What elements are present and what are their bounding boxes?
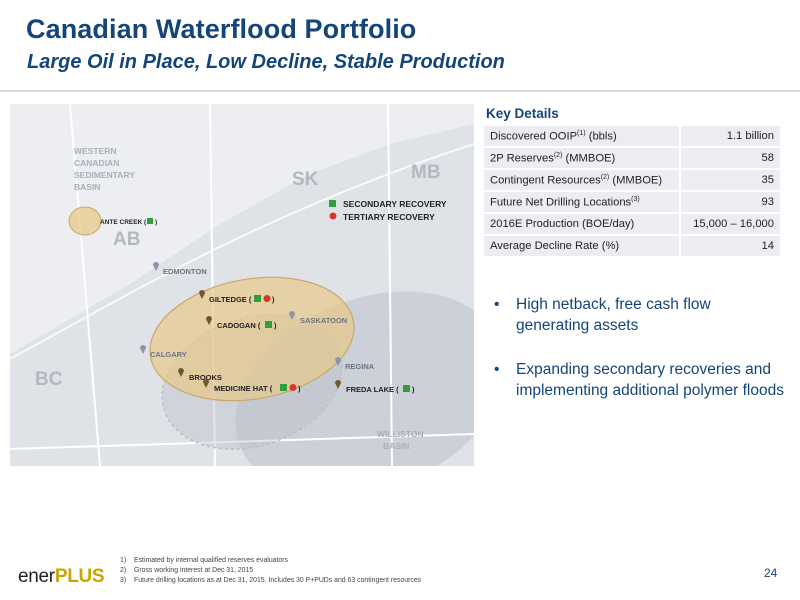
city-saskatoon: SASKATOON bbox=[289, 311, 347, 325]
legend-secondary-label: SECONDARY RECOVERY bbox=[343, 199, 447, 209]
key-details-row: 2P Reserves(2) (MMBOE)58 bbox=[484, 148, 780, 168]
basin-edge bbox=[10, 143, 474, 360]
highlights-list: •High netback, free cash flow generating… bbox=[492, 294, 788, 424]
bc-ab-border bbox=[69, 104, 101, 466]
svg-text:): ) bbox=[412, 385, 415, 394]
svg-text:FREDA LAKE (: FREDA LAKE ( bbox=[346, 385, 399, 394]
medicine-hat-tertiary-icon bbox=[289, 384, 297, 391]
cadogan-secondary-icon bbox=[265, 321, 272, 328]
location-pin-icon bbox=[178, 368, 184, 377]
key-details-row: Future Net Drilling Locations(3)93 bbox=[484, 192, 780, 212]
medicine-hat-secondary-icon bbox=[280, 384, 287, 391]
svg-text:SEDIMENTARY: SEDIMENTARY bbox=[74, 170, 135, 180]
svg-text:WILLISTON: WILLISTON bbox=[377, 429, 424, 439]
svg-text:WESTERN: WESTERN bbox=[74, 146, 117, 156]
location-pin-icon bbox=[140, 345, 146, 354]
key-details-label: 2P Reserves(2) (MMBOE) bbox=[484, 148, 682, 168]
portfolio-map: WESTERN CANADIAN SEDIMENTARY BASIN WILLI… bbox=[10, 104, 474, 466]
svg-text:BROOKS: BROOKS bbox=[189, 373, 222, 382]
province-sk-label: SK bbox=[292, 169, 319, 190]
title-divider bbox=[0, 90, 800, 92]
key-details-value: 15,000 – 16,000 bbox=[681, 214, 780, 234]
legend-secondary-icon bbox=[329, 200, 336, 207]
freda-lake-secondary-icon bbox=[403, 385, 410, 392]
footnote-item: 3)Future drilling locations as at Dec 31… bbox=[120, 577, 422, 584]
giltedge-secondary-icon bbox=[254, 295, 261, 302]
asset-ante-creek-label: ANTE CREEK ( bbox=[100, 219, 147, 226]
key-details-row: Discovered OOIP(1) (bbls)1.1 billion bbox=[484, 126, 780, 146]
asset-cadogan: CADOGAN ( ) bbox=[206, 316, 277, 330]
location-pin-icon bbox=[203, 379, 209, 388]
location-pin-icon bbox=[335, 380, 341, 389]
location-pin-icon bbox=[335, 357, 341, 366]
page-number: 24 bbox=[764, 566, 778, 580]
giltedge-tertiary-icon bbox=[263, 295, 271, 302]
wcsb-label: WESTERN CANADIAN SEDIMENTARY BASIN bbox=[74, 146, 135, 192]
ab-sk-border bbox=[209, 104, 216, 466]
williston-label: WILLISTON BASIN bbox=[377, 429, 424, 451]
city-regina: REGINA bbox=[335, 357, 375, 371]
slide-title: Canadian Waterflood Portfolio bbox=[26, 14, 417, 44]
key-details-title: Key Details bbox=[486, 106, 559, 121]
ante-creek-area bbox=[68, 206, 102, 236]
svg-text:CALGARY: CALGARY bbox=[150, 350, 187, 359]
key-details-label: Average Decline Rate (%) bbox=[484, 236, 682, 256]
asset-brooks: BROOKS bbox=[178, 368, 222, 382]
province-bc-label: BC bbox=[35, 369, 63, 390]
highlight-item: •High netback, free cash flow generating… bbox=[494, 296, 711, 334]
slide-subtitle: Large Oil in Place, Low Decline, Stable … bbox=[27, 51, 505, 73]
svg-text:SASKATOON: SASKATOON bbox=[300, 316, 347, 325]
location-pin-icon bbox=[206, 316, 212, 325]
key-details-label: 2016E Production (BOE/day) bbox=[484, 214, 682, 234]
key-details-value: 58 bbox=[681, 148, 780, 168]
location-pin-icon bbox=[199, 290, 205, 299]
key-details-label: Future Net Drilling Locations(3) bbox=[484, 192, 682, 212]
svg-text:BASIN: BASIN bbox=[74, 182, 100, 192]
map-graphic: WESTERN CANADIAN SEDIMENTARY BASIN WILLI… bbox=[10, 104, 474, 466]
key-details-value: 1.1 billion bbox=[681, 126, 780, 146]
key-details-value: 35 bbox=[681, 170, 780, 190]
footnote-item: 2)Gross working interest at Dec 31, 2015 bbox=[120, 567, 254, 574]
key-details-label: Discovered OOIP(1) (bbls) bbox=[484, 126, 682, 146]
enerplus-logo: enerPLUS bbox=[18, 566, 105, 587]
bullet-icon: • bbox=[494, 296, 500, 313]
svg-text:GILTEDGE (: GILTEDGE ( bbox=[209, 295, 252, 304]
bullet-icon: • bbox=[494, 361, 500, 378]
city-calgary: CALGARY bbox=[140, 345, 187, 359]
province-mb-label: MB bbox=[411, 162, 441, 183]
asset-freda-lake: FREDA LAKE ( ) bbox=[335, 380, 415, 394]
location-pin-icon bbox=[153, 262, 159, 271]
city-edmonton: EDMONTON bbox=[153, 262, 207, 276]
footnotes: 1)Estimated by internal qualified reserv… bbox=[120, 556, 421, 586]
svg-text:CADOGAN (: CADOGAN ( bbox=[217, 321, 261, 330]
svg-text:): ) bbox=[274, 321, 277, 330]
us-border bbox=[10, 433, 474, 450]
southeast-alberta-area bbox=[149, 276, 355, 402]
asset-medicine-hat: MEDICINE HAT ( ) bbox=[203, 379, 301, 393]
province-ab-label: AB bbox=[113, 229, 140, 250]
ante-creek-secondary-icon bbox=[147, 218, 153, 224]
svg-text:): ) bbox=[298, 384, 301, 393]
key-details-value: 93 bbox=[681, 192, 780, 212]
legend-tertiary-icon bbox=[329, 212, 337, 220]
svg-text:EDMONTON: EDMONTON bbox=[163, 267, 207, 276]
legend-tertiary-label: TERTIARY RECOVERY bbox=[343, 212, 435, 222]
svg-text:): ) bbox=[272, 295, 275, 304]
sk-mb-border bbox=[387, 104, 393, 466]
highlight-item: •Expanding secondary recoveries and impl… bbox=[494, 361, 784, 399]
asset-giltedge: GILTEDGE ( ) bbox=[199, 290, 275, 304]
key-details-row: Average Decline Rate (%)14 bbox=[484, 236, 780, 256]
key-details-value: 14 bbox=[681, 236, 780, 256]
asset-close-paren: ) bbox=[155, 219, 157, 226]
key-details-row: Contingent Resources(2) (MMBOE)35 bbox=[484, 170, 780, 190]
svg-text:MEDICINE HAT (: MEDICINE HAT ( bbox=[214, 384, 273, 393]
key-details-label: Contingent Resources(2) (MMBOE) bbox=[484, 170, 682, 190]
svg-text:REGINA: REGINA bbox=[345, 362, 375, 371]
svg-text:CANADIAN: CANADIAN bbox=[74, 158, 119, 168]
location-pin-icon bbox=[289, 311, 295, 320]
svg-text:BASIN: BASIN bbox=[383, 441, 409, 451]
key-details-row: 2016E Production (BOE/day)15,000 – 16,00… bbox=[484, 214, 780, 234]
footnote-item: 1)Estimated by internal qualified reserv… bbox=[120, 557, 288, 564]
